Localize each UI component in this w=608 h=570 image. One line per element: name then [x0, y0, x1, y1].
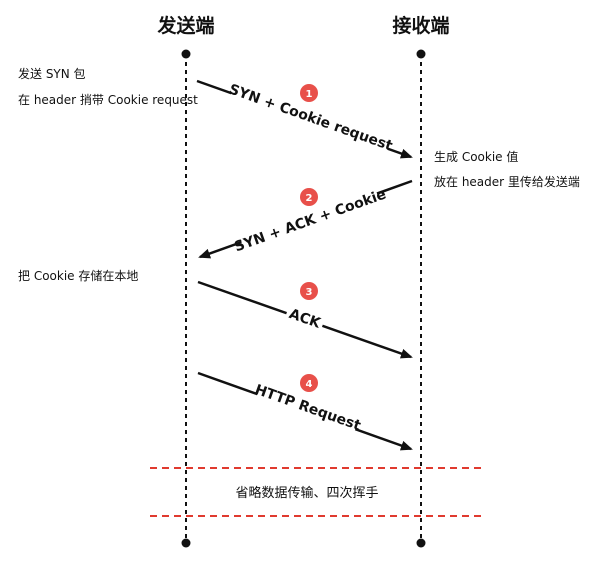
sender-header: 发送端 — [156, 14, 214, 37]
message-1-badge — [300, 84, 318, 102]
receiver-lifeline-start — [416, 49, 426, 59]
message-2-badge-number: 2 — [306, 193, 313, 204]
sender-lifeline-start — [181, 49, 191, 59]
message-4-badge-number: 4 — [306, 379, 313, 390]
message-2-label-bg — [238, 184, 382, 256]
receiver-note-line1: 生成 Cookie 值 — [434, 149, 518, 164]
omitted-label-bg — [212, 482, 402, 502]
message-1-badge-number: 1 — [306, 89, 313, 100]
message-4-badge — [300, 374, 318, 392]
message-2: SYN + ACK + Cookie 2 — [198, 179, 413, 259]
message-3-badge — [300, 282, 318, 300]
sender-lifeline-end — [181, 538, 191, 548]
message-1: SYN + Cookie request 1 — [196, 77, 413, 159]
message-4-label-bg — [254, 378, 362, 436]
message-3: ACK 3 — [197, 280, 413, 359]
omitted-label: 省略数据传输、四次挥手 — [235, 485, 378, 501]
receiver-header: 接收端 — [392, 14, 449, 37]
message-3-label-bg — [283, 301, 327, 335]
message-2-badge — [300, 188, 318, 206]
receiver-lifeline-end — [416, 538, 426, 548]
message-3-badge-number: 3 — [306, 287, 313, 298]
receiver-note-line2: 放在 header 里传给发送端 — [434, 174, 580, 189]
sender-note-step1-line2: 在 header 捎带 Cookie request — [18, 93, 198, 107]
sender-note-step2: 把 Cookie 存储在本地 — [18, 268, 138, 283]
message-1-label-bg — [228, 77, 394, 157]
sender-note-step1-line1: 发送 SYN 包 — [18, 66, 86, 81]
message-4: HTTP Request 4 — [197, 371, 413, 451]
